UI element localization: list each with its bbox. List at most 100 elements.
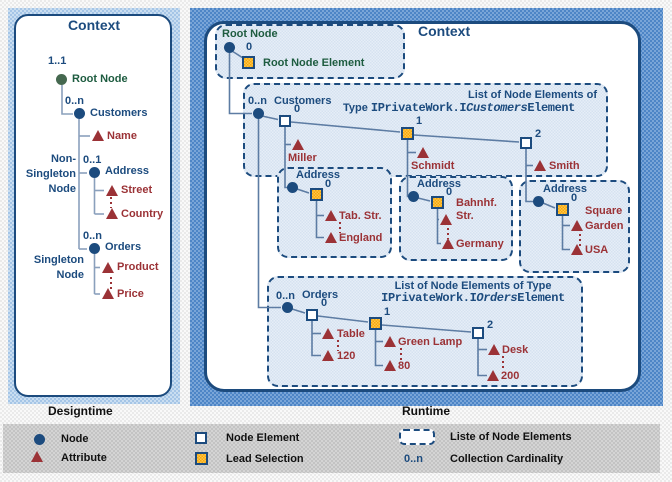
customers-list-box: [243, 83, 608, 177]
attr-value: Desk: [502, 344, 529, 356]
attribute-icon: [322, 350, 334, 361]
designtime-caption: Designtime: [48, 404, 113, 418]
cardinality-symbol: 0..n: [404, 453, 423, 465]
root-node-label: Root Node: [72, 73, 128, 85]
legend-label: Attribute: [61, 452, 107, 464]
attr-country: Country: [121, 208, 164, 220]
attribute-icon: [31, 451, 43, 462]
customers-label: Customers: [90, 107, 148, 119]
root-node-label: Root Node: [222, 28, 278, 40]
customers-node-icon: [253, 108, 264, 119]
customers-cardinality: 0..n: [65, 95, 84, 107]
attribute-icon: [384, 336, 396, 347]
lead-selection-icon: [401, 127, 414, 140]
customers-label: Customers: [274, 95, 332, 107]
attribute-icon: [488, 344, 500, 355]
address-node-icon: [533, 196, 544, 207]
element-index: 1: [416, 115, 423, 127]
attribute-icon: [102, 288, 114, 299]
legend-label: Node Element: [226, 432, 300, 444]
attr-product: Product: [117, 261, 159, 273]
attr-value: 120: [337, 350, 356, 362]
attr-schmidt: Schmidt: [411, 160, 455, 172]
element-index: 0: [571, 192, 578, 204]
attribute-icon: [384, 360, 396, 371]
attr-value: USA: [585, 244, 609, 256]
customers-cardinality: 0..n: [248, 95, 267, 107]
orders-list-box: [267, 276, 583, 387]
lead-selection-icon: [431, 196, 444, 209]
singleton-note: Singleton Node: [18, 253, 84, 283]
runtime-title: Context: [418, 23, 471, 39]
attribute-icon: [417, 147, 429, 158]
attr-smith: Smith: [549, 160, 580, 172]
designtime-panel: [14, 14, 172, 397]
orders-list-title: List of Node Elements of Type: [394, 280, 552, 292]
runtime-caption: Runtime: [402, 404, 450, 418]
address-list-box: [399, 176, 513, 261]
attribute-icon: [106, 208, 118, 219]
element-index: 2: [487, 319, 494, 331]
list-of-node-elements-icon: [399, 429, 435, 445]
type-italic: Customers: [466, 101, 528, 115]
address-label: Address: [105, 165, 150, 177]
address-label: Address: [417, 178, 462, 190]
node-element-icon: [472, 327, 484, 339]
attr-value: 80: [398, 360, 411, 372]
type-prefix: IPrivateWork.I: [370, 101, 467, 115]
lead-selection-icon: [195, 452, 208, 465]
customers-list-title: List of Node Elements of: [468, 89, 597, 101]
note-line: Non-: [50, 153, 76, 165]
attribute-icon: [106, 185, 118, 196]
note-line: Node: [48, 183, 77, 195]
attribute-icon: [322, 328, 334, 339]
orders-cardinality: 0..n: [83, 230, 102, 242]
type-italic: Orders: [476, 291, 518, 305]
attr-value: 200: [501, 370, 520, 382]
designtime-title: Context: [67, 17, 121, 33]
attr-price: Price: [117, 288, 144, 300]
attribute-icon: [102, 262, 114, 273]
attr-value: Bahnhf. Str.: [456, 197, 497, 222]
address-cardinality: 0..1: [83, 154, 102, 166]
root-node-icon: [224, 42, 235, 53]
element-index: 1: [384, 306, 391, 318]
lead-selection-icon: [310, 188, 323, 201]
legend-label: Collection Cardinality: [450, 453, 564, 465]
attribute-icon: [292, 139, 304, 150]
type-suffix: Element: [527, 101, 575, 115]
root-node-icon: [56, 74, 67, 85]
attribute-icon: [92, 130, 104, 141]
attr-name: Name: [107, 130, 137, 142]
legend-label: Lead Selection: [226, 453, 304, 465]
attribute-icon: [487, 370, 499, 381]
node-element-icon: [520, 137, 532, 149]
lead-selection-icon: [556, 203, 569, 216]
customers-list-type: Type IPrivateWork.ICustomersElement: [343, 102, 575, 115]
orders-label: Orders: [302, 289, 339, 301]
orders-label: Orders: [105, 241, 142, 253]
node-element-icon: [279, 115, 291, 127]
root-cardinality: 1..1: [48, 55, 67, 67]
address-node-icon: [287, 182, 298, 193]
element-index: 0: [294, 103, 301, 115]
lead-selection-icon: [242, 56, 255, 69]
legend-label: Node: [61, 433, 89, 445]
element-index: 0: [325, 178, 332, 190]
customers-node-icon: [74, 108, 85, 119]
attribute-icon: [571, 220, 583, 231]
attribute-icon: [325, 210, 337, 221]
legend-label: Liste of Node Elements: [450, 431, 572, 443]
type-prefix: IPrivateWork.I: [381, 291, 477, 305]
address-node-icon: [89, 167, 100, 178]
address-label: Address: [543, 183, 588, 195]
attribute-icon: [534, 160, 546, 171]
orders-cardinality: 0..n: [276, 290, 295, 302]
element-index: 0: [321, 297, 328, 309]
note-line: Singleton: [25, 168, 76, 180]
attr-street: Street: [121, 184, 153, 196]
attribute-icon: [440, 214, 452, 225]
attr-miller: Miller: [288, 152, 317, 164]
